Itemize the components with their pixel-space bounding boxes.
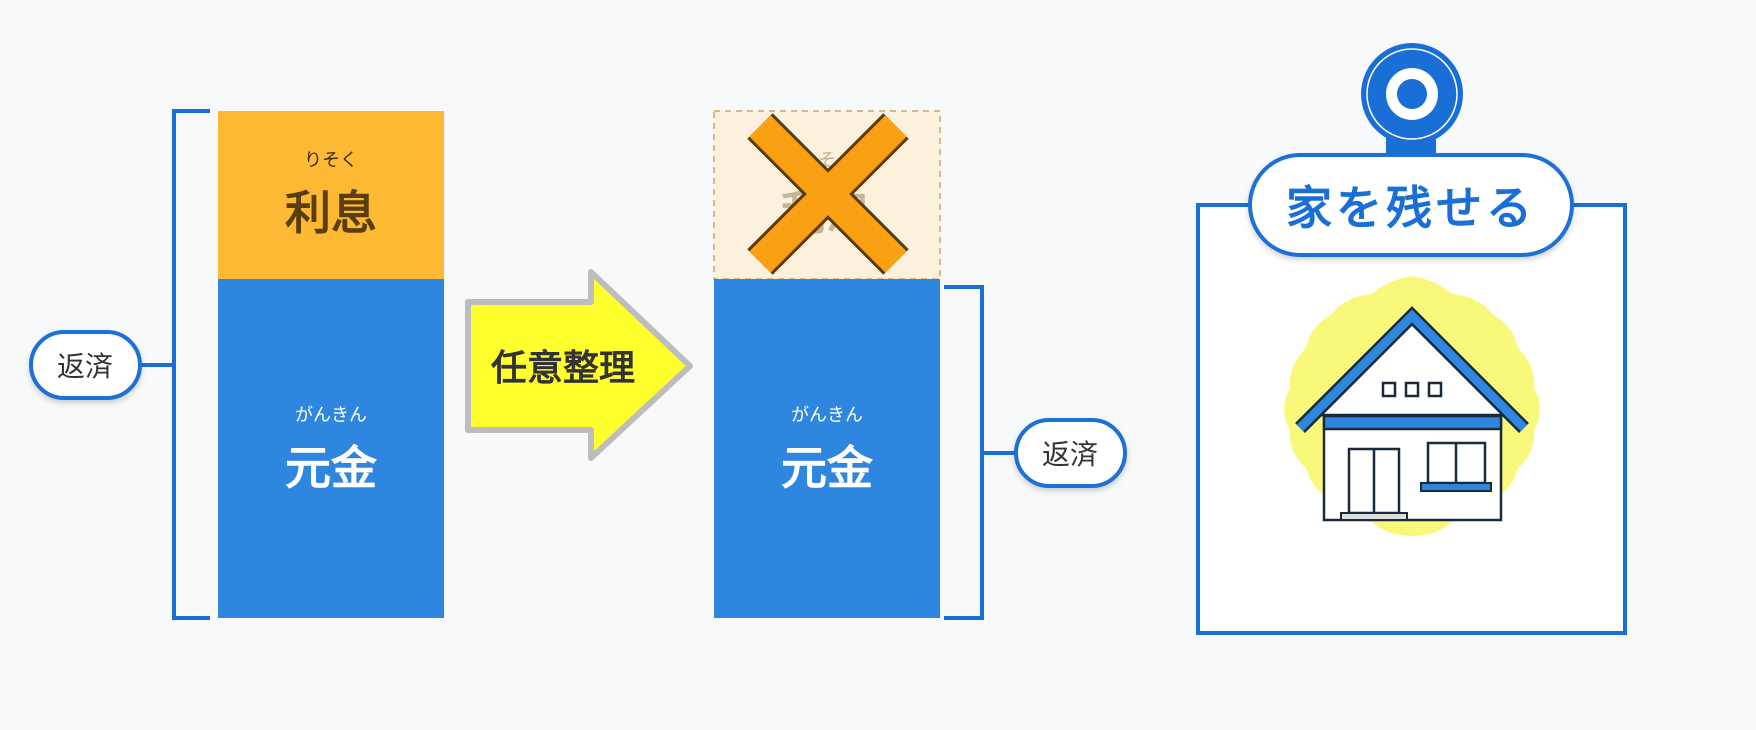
- settlement-arrow-label: 任意整理: [491, 348, 635, 389]
- after-repay-bracket: [944, 285, 1016, 620]
- before-principal-block: [218, 279, 444, 618]
- pin-icon: [1361, 43, 1463, 160]
- after-principal-label: 元金: [781, 441, 874, 495]
- after-repay-label: 返済: [1042, 438, 1098, 471]
- after-principal-block: [714, 279, 940, 618]
- before-repay-label: 返済: [57, 350, 113, 383]
- before-repay-bracket: [140, 109, 210, 620]
- settlement-arrow: 任意整理: [465, 269, 693, 461]
- result-title: 家を残せる: [1286, 181, 1536, 235]
- house-icon: [1295, 306, 1529, 522]
- before-repay-pill: [29, 330, 142, 400]
- after-principal-furigana: がんきん: [791, 405, 863, 426]
- cross-icon: [747, 113, 909, 275]
- before-principal-label: 元金: [285, 441, 378, 495]
- before-interest-furigana: りそく: [304, 150, 358, 171]
- before-interest-label: 利息: [285, 186, 377, 240]
- result-panel: 家を残せる: [1196, 43, 1627, 635]
- result-title-pill: [1248, 153, 1574, 257]
- after-column: りそく 利息 がんきん 元金 返済: [713, 110, 1127, 620]
- before-interest-block: [218, 111, 444, 279]
- before-column: りそく 利息 がんきん 元金 返済: [29, 109, 444, 620]
- before-principal-furigana: がんきん: [295, 405, 367, 426]
- after-repay-pill: [1014, 418, 1127, 488]
